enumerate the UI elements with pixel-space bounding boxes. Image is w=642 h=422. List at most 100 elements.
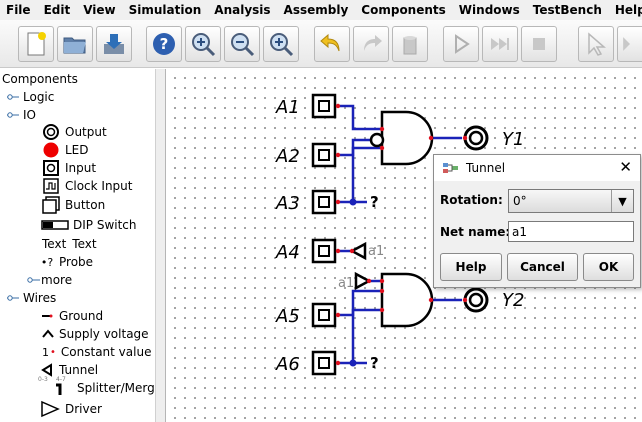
menu-bar: File Edit View Simulation Analysis Assem… (0, 0, 642, 20)
text-icon: Text (42, 237, 67, 251)
tree-item-probe[interactable]: •? Probe (40, 253, 93, 271)
tree-group-label: Wires (23, 291, 57, 305)
label-a3: A3 (276, 193, 300, 214)
tree-item-label: Tunnel (59, 363, 99, 377)
component-tree: Components Logic IO Output LED Input Clo… (0, 69, 166, 422)
run-button[interactable] (443, 26, 479, 62)
menu-edit[interactable]: Edit (43, 3, 71, 17)
collapsed-node-icon (27, 277, 40, 283)
menu-file[interactable]: File (6, 3, 31, 17)
tree-group-label: IO (23, 108, 36, 122)
and-gate-1[interactable] (369, 110, 434, 166)
menu-help[interactable]: Help (614, 3, 642, 17)
run-icon (455, 34, 470, 54)
output-y1[interactable] (463, 125, 489, 151)
cancel-button[interactable]: Cancel (507, 253, 578, 281)
tree-item-dip-switch[interactable]: DIP Switch (40, 216, 137, 234)
input-a1[interactable] (311, 93, 337, 119)
menu-windows[interactable]: Windows (458, 3, 520, 17)
ok-button[interactable]: OK (583, 253, 634, 281)
tree-item-constant-value[interactable]: 1 • Constant value (42, 343, 151, 361)
tunnel-a5[interactable] (354, 271, 372, 291)
undo-icon (320, 33, 340, 52)
tree-item-label: Clock Input (65, 179, 133, 193)
ground-icon (40, 307, 56, 325)
input-a2[interactable] (311, 142, 337, 168)
tree-root-label: Components (2, 72, 78, 86)
dialog-title: Tunnel (466, 161, 506, 175)
tunnels (349, 241, 372, 291)
save-icon (104, 34, 124, 54)
label-y2: Y2 (502, 290, 525, 311)
tree-item-supply-voltage[interactable]: Supply voltage (40, 325, 149, 343)
open-button[interactable] (57, 26, 93, 62)
zoom-fit-icon (270, 33, 294, 57)
tree-item-output[interactable]: Output (40, 123, 107, 141)
label-a2: A2 (276, 146, 300, 167)
new-file-icon (27, 32, 46, 56)
tree-root-components[interactable]: Components (2, 70, 78, 88)
tree-group-logic[interactable]: Logic (5, 88, 54, 106)
tree-item-ground[interactable]: Ground (40, 307, 103, 325)
tree-item-button[interactable]: Button (40, 196, 105, 214)
redo-button[interactable] (353, 26, 389, 62)
new-file-button[interactable] (18, 26, 54, 62)
probe-label-a3: ? (370, 193, 379, 211)
label-a4: A4 (276, 242, 300, 263)
dip-switch-icon (40, 216, 70, 234)
zoom-in-button[interactable] (185, 26, 221, 62)
toolbar: ? (0, 20, 642, 68)
menu-components[interactable]: Components (361, 3, 446, 17)
tree-group-io[interactable]: IO (5, 106, 36, 124)
tree-item-clock-input[interactable]: Clock Input (40, 177, 133, 195)
menu-testbench[interactable]: TestBench (532, 3, 602, 17)
chevron-down-icon[interactable]: ▼ (611, 190, 633, 212)
wire-mode-button[interactable] (617, 26, 642, 62)
tree-item-splitter[interactable]: 0-3 4-7 Splitter/Merger (38, 376, 165, 397)
menu-simulation[interactable]: Simulation (128, 3, 202, 17)
select-button[interactable] (578, 26, 614, 62)
svg-text:?: ? (160, 35, 169, 53)
constant-value-icon: 1 (42, 345, 49, 359)
tree-item-driver[interactable]: Driver (40, 400, 102, 418)
netname-input[interactable] (508, 221, 634, 242)
help-button[interactable]: ? (146, 26, 182, 62)
tunnel-a4[interactable] (349, 241, 367, 261)
zoom-fit-button[interactable] (263, 26, 299, 62)
menu-analysis[interactable]: Analysis (214, 3, 271, 17)
wire-a5 (338, 289, 382, 317)
input-a5[interactable] (311, 302, 337, 328)
save-button[interactable] (96, 26, 132, 62)
tree-group-wires[interactable]: Wires (5, 289, 56, 307)
tree-item-text[interactable]: Text Text (42, 235, 97, 253)
tree-item-input[interactable]: Input (40, 159, 96, 177)
zoom-out-button[interactable] (224, 26, 260, 62)
tree-item-more[interactable]: more (26, 271, 72, 289)
input-a4[interactable] (311, 238, 337, 264)
menu-view[interactable]: View (83, 3, 116, 17)
menu-assembly[interactable]: Assembly (283, 3, 349, 17)
stop-button[interactable] (521, 26, 557, 62)
input-a6[interactable] (311, 350, 337, 376)
play-wire-icon (623, 37, 630, 51)
delete-button[interactable] (392, 26, 428, 62)
output-y2[interactable] (463, 287, 489, 313)
zoom-out-icon (231, 33, 255, 57)
undo-button[interactable] (314, 26, 350, 62)
help-button[interactable]: Help (440, 253, 502, 281)
supply-voltage-icon (40, 325, 56, 343)
dialog-titlebar[interactable]: Tunnel ✕ (434, 155, 640, 181)
input-a3[interactable] (311, 189, 337, 215)
close-icon[interactable]: ✕ (619, 158, 632, 176)
step-button[interactable] (482, 26, 518, 62)
rotation-select[interactable]: 0° ▼ (508, 189, 634, 213)
tree-item-tunnel[interactable]: Tunnel (40, 361, 98, 379)
collapsed-node-icon (7, 94, 19, 100)
sidebar-scrollbar[interactable] (155, 69, 165, 422)
and-gate-2[interactable] (380, 272, 434, 328)
probe-label-a6: ? (370, 354, 379, 372)
label-a5: A5 (276, 306, 300, 327)
tree-item-led[interactable]: LED (40, 141, 89, 159)
driver-icon (40, 400, 62, 418)
select-cursor-icon (588, 32, 607, 56)
